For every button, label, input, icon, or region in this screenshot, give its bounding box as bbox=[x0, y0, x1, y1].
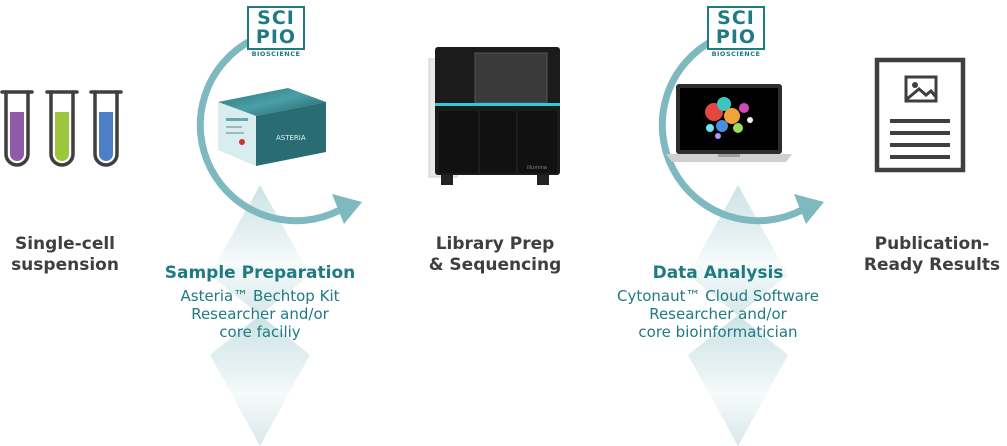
kit-box-icon: ASTERIA bbox=[218, 88, 326, 166]
scipio-logo-1: SCI PIO BIOSCIENCE bbox=[247, 6, 305, 58]
step-sub: core faciliy bbox=[219, 323, 301, 341]
step-title: suspension bbox=[11, 255, 119, 275]
step-title: Library Prep bbox=[435, 234, 555, 254]
cone-sample-prep bbox=[210, 185, 310, 446]
logo-tagline: BIOSCIENCE bbox=[251, 50, 301, 58]
sequencer-brand: illumina bbox=[527, 165, 547, 171]
step-sub: Researcher and/or bbox=[649, 305, 787, 323]
step-sub: Asteria™ Bechtop Kit bbox=[180, 287, 340, 305]
logo-line1: SCI bbox=[257, 7, 295, 29]
step-title: Publication- bbox=[874, 234, 990, 254]
step-publication-label: Publication- Ready Results bbox=[857, 234, 1007, 276]
step-sub: Researcher and/or bbox=[191, 305, 329, 323]
step-title: Single-cell bbox=[14, 234, 116, 254]
step-single-cell-label: Single-cell suspension bbox=[0, 234, 130, 276]
cycle-arrow-data-analysis bbox=[658, 36, 824, 225]
document-icon bbox=[874, 57, 966, 173]
logo-line2: PIO bbox=[255, 26, 297, 48]
logo-tagline: BIOSCIENCE bbox=[711, 50, 761, 58]
test-tubes-icon bbox=[0, 90, 123, 167]
step-library-prep-label: Library Prep & Sequencing bbox=[420, 234, 570, 276]
laptop-icon bbox=[666, 84, 792, 162]
step-title: Ready Results bbox=[863, 255, 1001, 275]
step-title: Data Analysis bbox=[652, 263, 784, 283]
step-title: & Sequencing bbox=[428, 255, 562, 275]
step-sub: core bioinformatician bbox=[638, 323, 798, 341]
cone-data-analysis bbox=[688, 185, 788, 446]
step-sub: Cytonaut™ Cloud Software bbox=[616, 287, 819, 305]
step-data-analysis-label: Data Analysis Cytonaut™ Cloud Software R… bbox=[608, 263, 828, 341]
logo-line2: PIO bbox=[715, 26, 757, 48]
step-title: Sample Preparation bbox=[164, 263, 356, 283]
step-sample-prep-label: Sample Preparation Asteria™ Bechtop Kit … bbox=[160, 263, 360, 341]
logo-line1: SCI bbox=[717, 7, 755, 29]
cycle-arrow-sample-prep bbox=[196, 36, 362, 225]
kit-box-brand: ASTERIA bbox=[276, 134, 306, 142]
scipio-logo-2: SCI PIO BIOSCIENCE bbox=[707, 6, 765, 58]
sequencer-icon: illumina bbox=[428, 47, 560, 185]
